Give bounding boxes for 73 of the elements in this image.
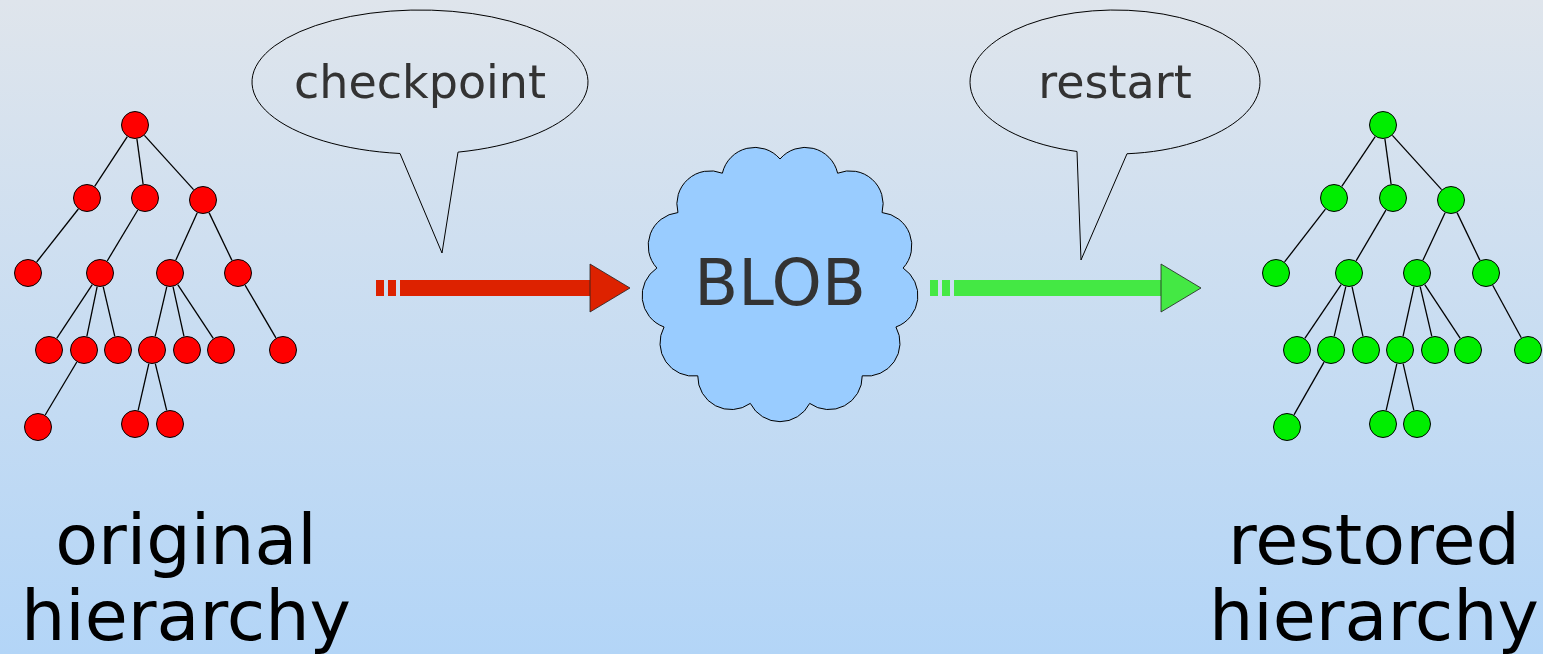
tree-node-circle [86, 259, 114, 287]
tree-line [244, 284, 277, 339]
tree-node-circle [1320, 184, 1348, 212]
tree-node-circle [1369, 410, 1397, 438]
tree-line [56, 284, 93, 339]
tree-node-circle [1283, 336, 1311, 364]
bubble-text: checkpoint [294, 55, 546, 109]
tree-node-circle [173, 336, 201, 364]
tree-line [1351, 286, 1364, 337]
tree-line [1391, 134, 1443, 191]
tree-node-circle [1472, 259, 1500, 287]
cloud-label: BLOB [694, 246, 866, 320]
tree-node-circle [156, 410, 184, 438]
tree-node-circle [73, 184, 101, 212]
tree-line [36, 208, 79, 263]
tree-line [143, 134, 195, 191]
tree-line [154, 286, 168, 337]
tree-node-circle [1379, 184, 1407, 212]
tree-line [1424, 284, 1461, 339]
tree-node-circle [138, 336, 166, 364]
tree-line [137, 363, 150, 411]
tree-node-circle [104, 336, 132, 364]
tree-line [1283, 208, 1327, 263]
tree-line [1384, 138, 1392, 185]
tree-line [1456, 211, 1481, 262]
tree-node-circle [269, 336, 297, 364]
tree-line [1293, 361, 1325, 416]
tree-line [1341, 135, 1376, 188]
tree-node-circle [70, 336, 98, 364]
tree-node-circle [189, 186, 217, 214]
tree-node-circle [35, 336, 63, 364]
tree-line [1333, 286, 1347, 337]
tree-node-circle [1352, 336, 1380, 364]
tree-line [1422, 212, 1446, 261]
tree-line [1402, 286, 1415, 337]
tree-node-circle [1454, 336, 1482, 364]
tree-line [136, 138, 144, 185]
tree-node-circle [1262, 259, 1290, 287]
tree-node-circle [156, 259, 184, 287]
tree-node-circle [224, 259, 252, 287]
tree-node-circle [207, 336, 235, 364]
tree-line [106, 209, 139, 262]
tree-node-circle [121, 410, 149, 438]
tree-line [102, 286, 116, 337]
tree-node-circle [24, 413, 52, 441]
tree-node-circle [1403, 410, 1431, 438]
tree-node-circle [1386, 336, 1414, 364]
tree-line [172, 286, 185, 337]
tree-node-circle [1403, 259, 1431, 287]
tree-line [1419, 286, 1433, 337]
tree-node-circle [14, 259, 42, 287]
tree-node-circle [1273, 413, 1301, 441]
tree-line [94, 136, 128, 187]
bubble-text: restart [1038, 55, 1192, 109]
tree-node-circle [1421, 336, 1449, 364]
tree-line [86, 286, 98, 337]
tree-node-circle [1437, 186, 1465, 214]
tree-line [1385, 363, 1398, 411]
tree-node-circle [1369, 111, 1397, 139]
tree-line [1304, 283, 1342, 340]
tree-line [177, 284, 214, 339]
tree-node-circle [1317, 336, 1345, 364]
tree-node-circle [1514, 336, 1542, 364]
tree-line [1492, 284, 1522, 339]
tree-line [1402, 363, 1415, 411]
tree-line [44, 361, 78, 416]
tree-node-circle [1335, 259, 1363, 287]
tree-line [154, 362, 168, 412]
tree-line [1355, 209, 1387, 262]
tree-line [208, 211, 233, 262]
tree-node-circle [131, 184, 159, 212]
tree-node-circle [121, 111, 149, 139]
tree-line [175, 212, 198, 261]
